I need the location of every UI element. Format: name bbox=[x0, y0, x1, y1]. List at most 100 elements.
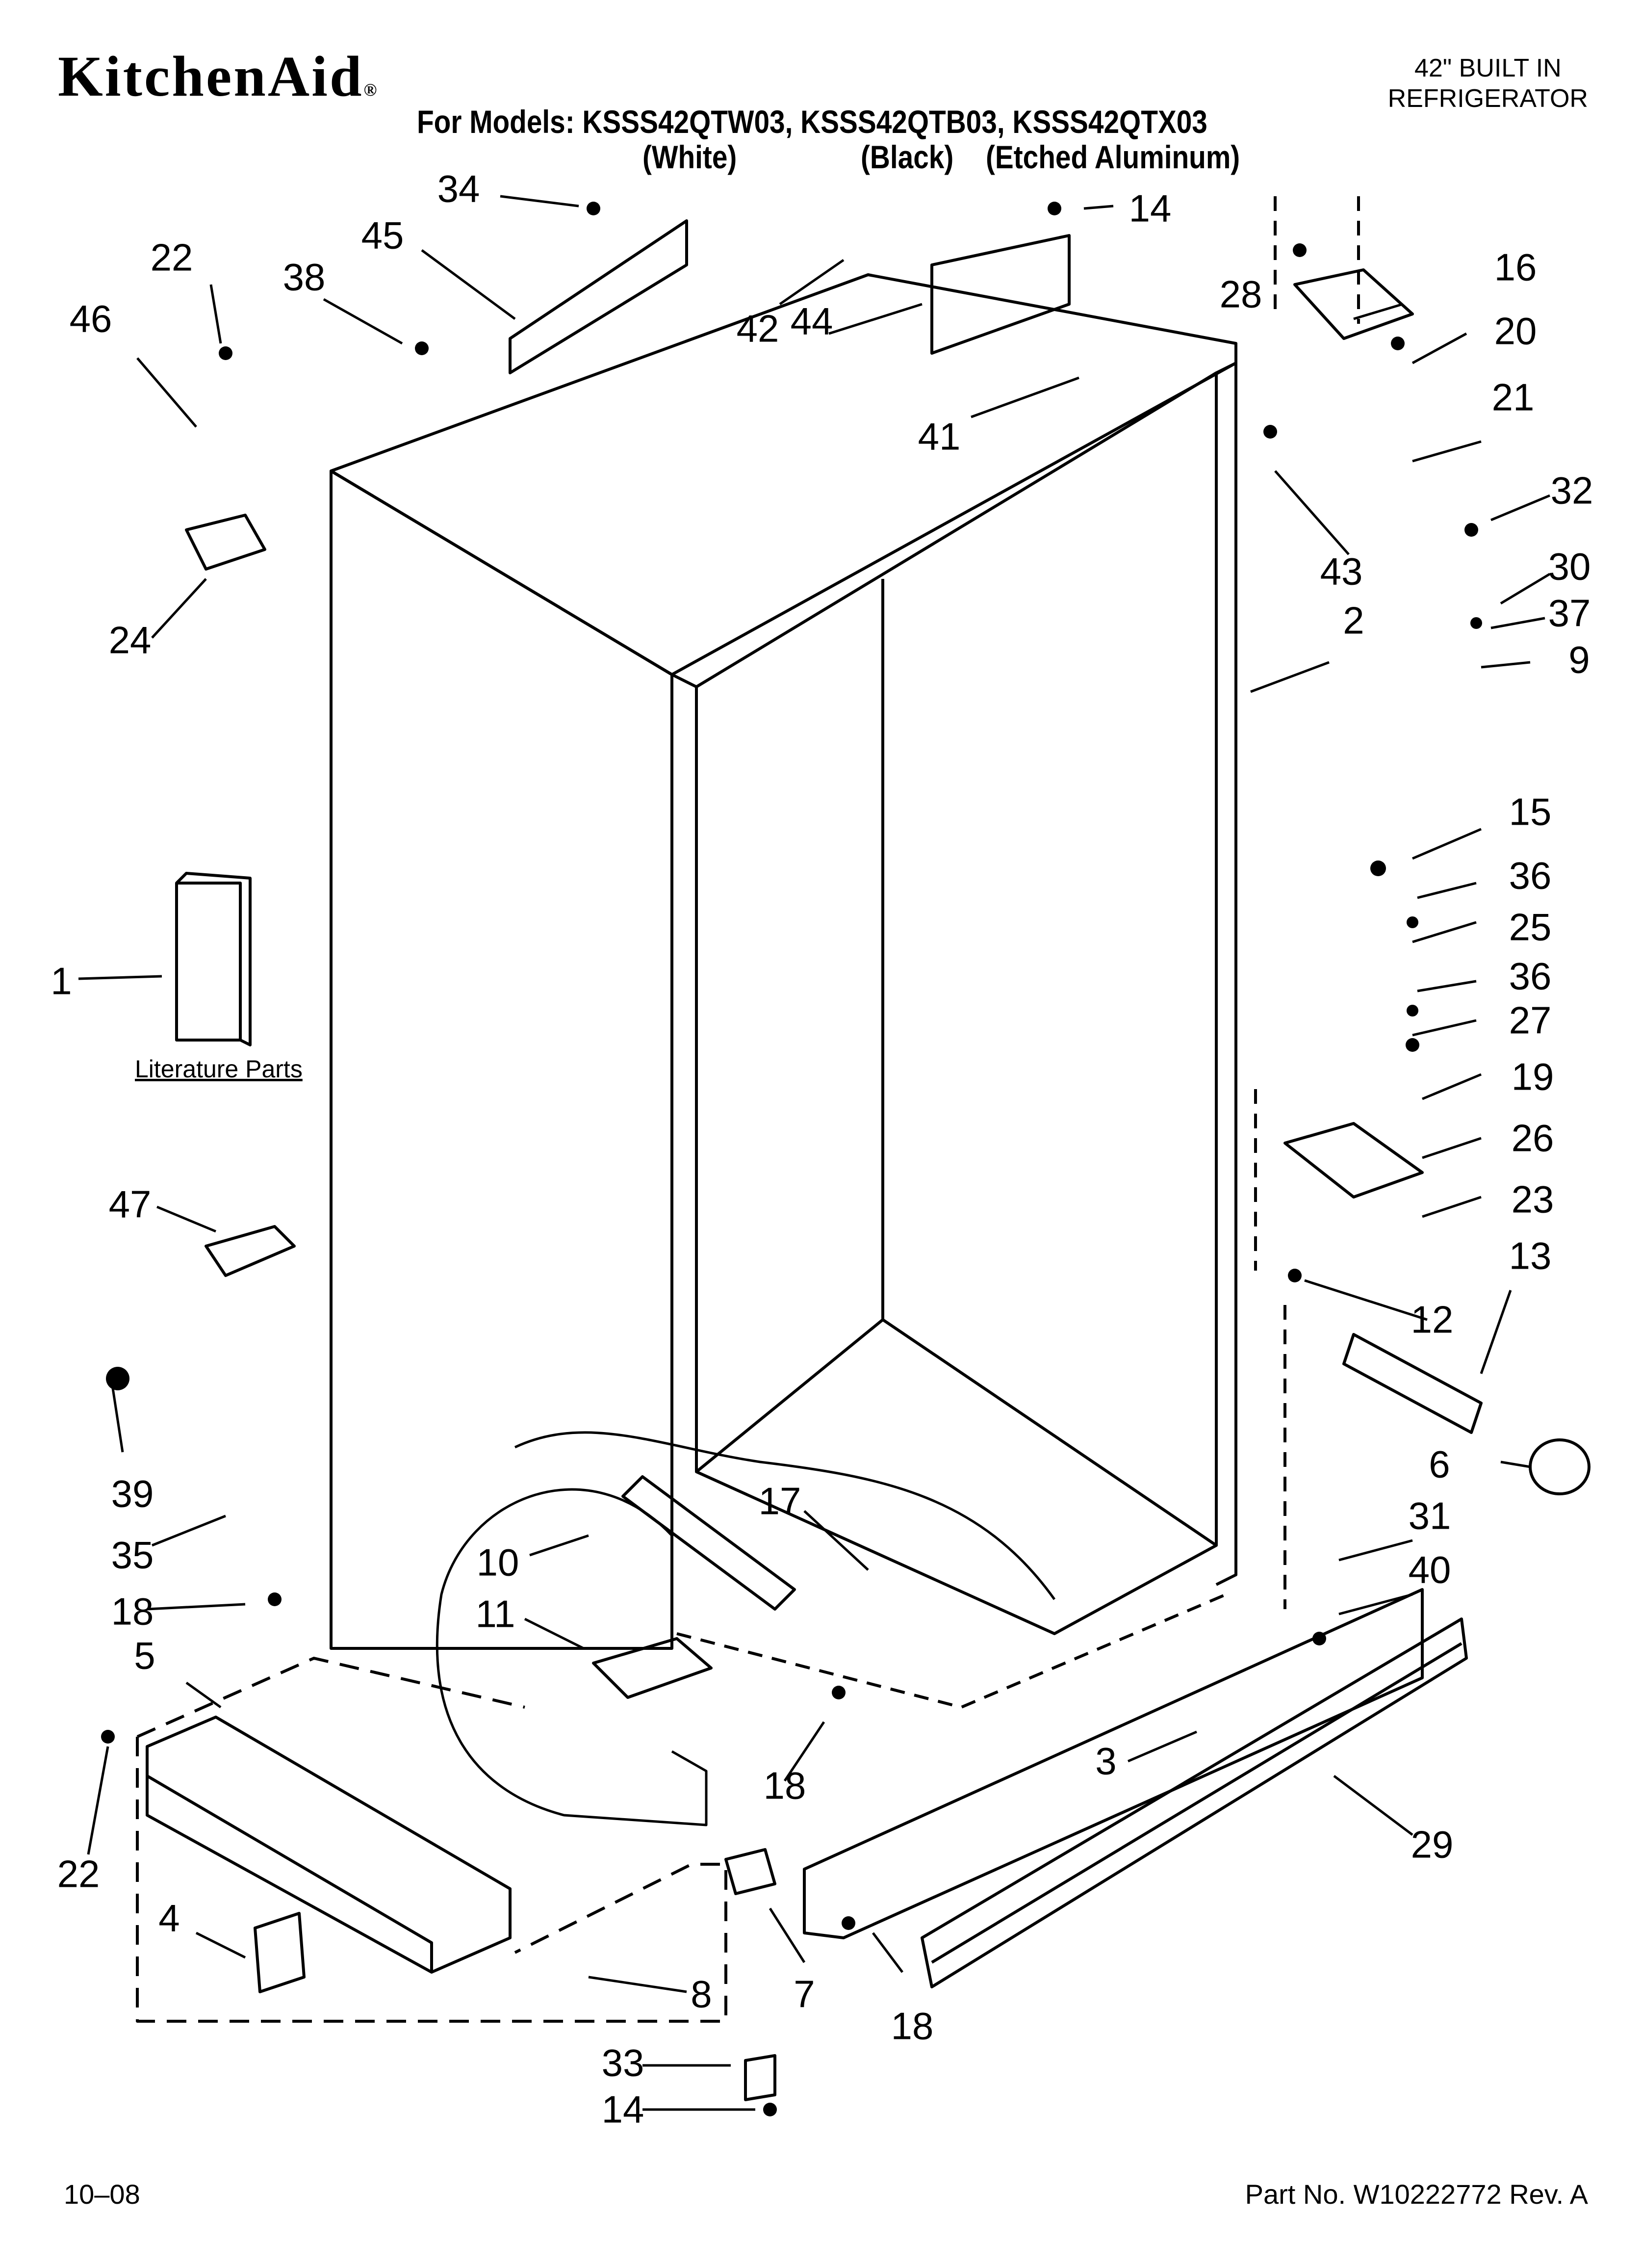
brand-name: KitchenAid bbox=[58, 44, 364, 108]
callout-36-upper: 36 bbox=[1509, 854, 1552, 897]
callout-20: 20 bbox=[1494, 309, 1537, 353]
callout-46: 46 bbox=[69, 297, 112, 340]
nut-20 bbox=[1391, 337, 1405, 350]
callout-43: 43 bbox=[1320, 549, 1363, 593]
callout-40: 40 bbox=[1408, 1548, 1451, 1591]
base-frame bbox=[146, 1716, 512, 1974]
literature-book-edge bbox=[175, 872, 252, 1046]
panel-45 bbox=[509, 219, 688, 374]
callout-26: 26 bbox=[1511, 1116, 1554, 1160]
color-label-white: (White) bbox=[642, 139, 737, 175]
screw-12 bbox=[1288, 1269, 1302, 1282]
cutaway-top-edge bbox=[514, 1431, 1056, 1600]
base-frame-face bbox=[146, 1774, 433, 1972]
brand-logo: KitchenAid® bbox=[58, 43, 379, 110]
screw-34 bbox=[587, 202, 600, 215]
callout-9: 9 bbox=[1568, 638, 1590, 681]
callout-42: 42 bbox=[736, 307, 779, 350]
color-label-aluminum: (Etched Aluminum) bbox=[986, 139, 1240, 175]
screw-32 bbox=[1464, 523, 1478, 537]
callout-13: 13 bbox=[1509, 1234, 1552, 1277]
screw-28 bbox=[1293, 243, 1307, 257]
callout-38: 38 bbox=[282, 255, 326, 299]
callout-23: 23 bbox=[1511, 1177, 1554, 1221]
washer-36a bbox=[1407, 916, 1418, 928]
callout-18-bottom: 18 bbox=[891, 2004, 934, 2048]
tray-11 bbox=[592, 1637, 713, 1699]
callout-19: 19 bbox=[1511, 1055, 1554, 1098]
toe-kick-lip bbox=[931, 1642, 1462, 1964]
screw-18-left bbox=[268, 1592, 282, 1606]
callout-39: 39 bbox=[111, 1472, 154, 1515]
cabinet-right-edge bbox=[1215, 343, 1237, 1586]
cabinet-inner-floor bbox=[882, 1318, 1217, 1547]
screw-40 bbox=[1312, 1632, 1326, 1645]
caster-4 bbox=[254, 1912, 306, 1993]
models-line: For Models: KSSS42QTW03, KSSS42QTB03, KS… bbox=[417, 104, 1207, 140]
callout-35: 35 bbox=[111, 1533, 154, 1577]
hinge-guide-top bbox=[1274, 196, 1360, 324]
callout-30: 30 bbox=[1548, 545, 1591, 588]
part-number: Part No. W10222772 Rev. A bbox=[1245, 2179, 1588, 2210]
bracket-44 bbox=[930, 234, 1071, 355]
screw-22-top bbox=[219, 346, 232, 360]
callout-22-bottom: 22 bbox=[57, 1852, 100, 1896]
cabinet-inner-opening bbox=[695, 373, 1218, 1635]
screw-38 bbox=[415, 341, 429, 355]
screw-14-bottom bbox=[763, 2103, 777, 2116]
callout-14-top: 14 bbox=[1129, 186, 1172, 230]
callout-2: 2 bbox=[1343, 599, 1364, 642]
bumper-39 bbox=[106, 1367, 129, 1390]
callout-3: 3 bbox=[1095, 1739, 1117, 1783]
clip-47 bbox=[205, 1225, 296, 1277]
cabinet-front-frame bbox=[671, 362, 1237, 688]
callout-7: 7 bbox=[794, 1972, 815, 2016]
screw-18-mid bbox=[832, 1686, 846, 1699]
callout-45: 45 bbox=[361, 213, 404, 257]
callout-6: 6 bbox=[1429, 1442, 1450, 1486]
washer-36b bbox=[1407, 1005, 1418, 1017]
hinge-16 bbox=[1293, 268, 1414, 340]
callout-37: 37 bbox=[1548, 591, 1591, 635]
callout-1: 1 bbox=[51, 959, 72, 1003]
screw-43 bbox=[1263, 425, 1277, 439]
callout-5: 5 bbox=[134, 1634, 155, 1677]
pin-15 bbox=[1370, 860, 1386, 876]
callout-44: 44 bbox=[790, 299, 833, 343]
date-code: 10–08 bbox=[64, 2179, 140, 2210]
screw-18-bottom bbox=[842, 1916, 855, 1930]
callout-10: 10 bbox=[476, 1540, 519, 1584]
callout-36-lower: 36 bbox=[1509, 954, 1552, 998]
callout-31: 31 bbox=[1408, 1494, 1451, 1538]
cabinet-inner-back bbox=[695, 579, 884, 1473]
callout-21: 21 bbox=[1491, 375, 1535, 419]
callout-33: 33 bbox=[601, 2041, 644, 2085]
callout-17: 17 bbox=[758, 1479, 801, 1523]
hinge-26 bbox=[1283, 1122, 1424, 1199]
callout-14-bottom: 14 bbox=[601, 2087, 644, 2131]
callout-15: 15 bbox=[1509, 790, 1552, 834]
nut-37 bbox=[1470, 617, 1482, 629]
callout-22-top: 22 bbox=[150, 235, 193, 279]
grille-guide bbox=[676, 1593, 1227, 1709]
registered-mark: ® bbox=[363, 80, 379, 100]
callout-29: 29 bbox=[1411, 1823, 1454, 1866]
tube-17 bbox=[621, 1475, 796, 1611]
callout-18-mid: 18 bbox=[763, 1764, 806, 1807]
callout-28: 28 bbox=[1219, 272, 1262, 316]
screw-22-bottom bbox=[101, 1730, 115, 1744]
callout-32: 32 bbox=[1550, 469, 1593, 512]
bracket-7 bbox=[724, 1848, 776, 1895]
literature-book bbox=[175, 882, 242, 1042]
bushing-27 bbox=[1406, 1038, 1419, 1052]
product-title-line2: REFRIGERATOR bbox=[1387, 84, 1588, 113]
literature-parts-label: Literature Parts bbox=[135, 1055, 303, 1083]
callout-4: 4 bbox=[158, 1896, 180, 1940]
callout-24: 24 bbox=[108, 618, 152, 662]
product-title: 42" BUILT IN REFRIGERATOR bbox=[1388, 53, 1588, 114]
callout-25: 25 bbox=[1509, 905, 1552, 949]
product-title-line1: 42" BUILT IN bbox=[1414, 54, 1562, 82]
water-filter bbox=[1342, 1333, 1483, 1434]
callout-16: 16 bbox=[1494, 245, 1537, 289]
callout-11: 11 bbox=[475, 1592, 515, 1636]
